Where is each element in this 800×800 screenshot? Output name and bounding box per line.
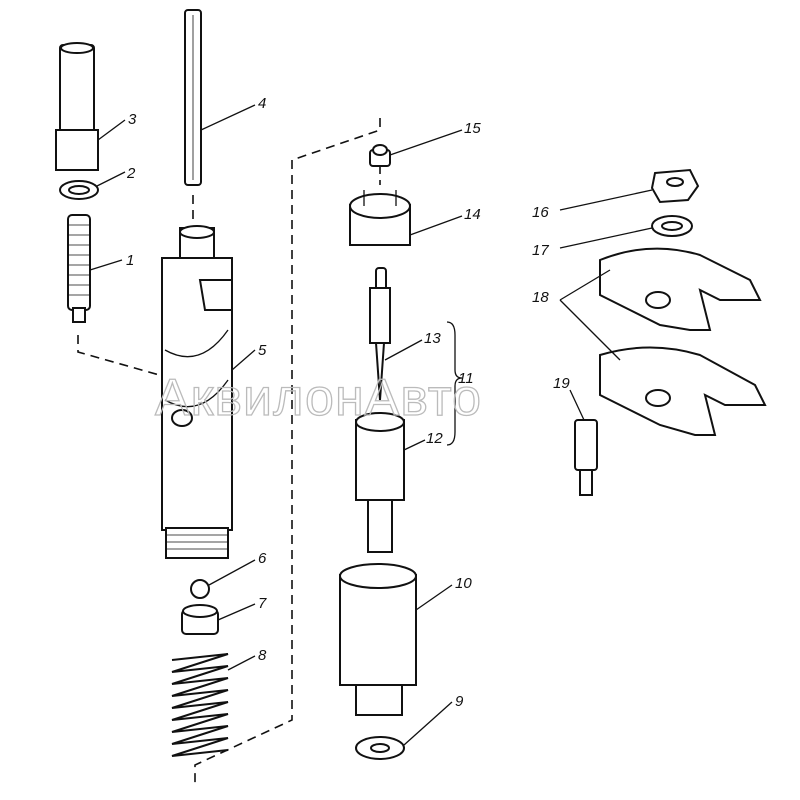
part-19-stud (574, 419, 598, 496)
part-12-nozzle (355, 412, 405, 553)
callout-17: 17 (532, 242, 549, 259)
watermark-text: АквилонАвто (155, 369, 482, 427)
washer-17-hole (661, 221, 683, 231)
part-6-ball (190, 579, 210, 599)
part-15-pin-cap (369, 144, 391, 167)
callout-2: 2 (126, 165, 136, 182)
callout-6: 6 (258, 550, 267, 567)
callout-14: 14 (464, 206, 481, 223)
part-1-fitting (67, 214, 91, 323)
part-14-plate (349, 190, 411, 246)
part-5-body (161, 225, 233, 559)
part-4-rod (184, 9, 202, 186)
callout-15: 15 (464, 120, 481, 137)
callout-7: 7 (258, 595, 267, 612)
callout-18: 18 (532, 289, 549, 306)
part-16-hex-nut (650, 168, 700, 204)
washer-hole (68, 185, 90, 195)
callout-11: 11 (458, 370, 474, 387)
leader-lines (89, 104, 653, 746)
callout-8: 8 (258, 647, 267, 664)
callout-16: 16 (532, 204, 549, 221)
part-3-union (55, 42, 99, 171)
washer-9-hole (370, 743, 390, 753)
callout-4: 4 (258, 95, 266, 112)
part-10-nut (339, 563, 417, 716)
callout-13: 13 (424, 330, 441, 347)
callout-9: 9 (455, 693, 464, 710)
part-7-cap (181, 604, 219, 635)
callout-5: 5 (258, 342, 267, 359)
callout-3: 3 (128, 111, 137, 128)
callout-19: 19 (553, 375, 570, 392)
part-8-spring (171, 653, 229, 757)
callout-10: 10 (455, 575, 472, 592)
callout-1: 1 (126, 252, 134, 269)
callout-12: 12 (426, 430, 443, 447)
axis-line-left (77, 335, 171, 379)
part-18-shims (599, 247, 767, 436)
part-13-needle (369, 267, 391, 401)
